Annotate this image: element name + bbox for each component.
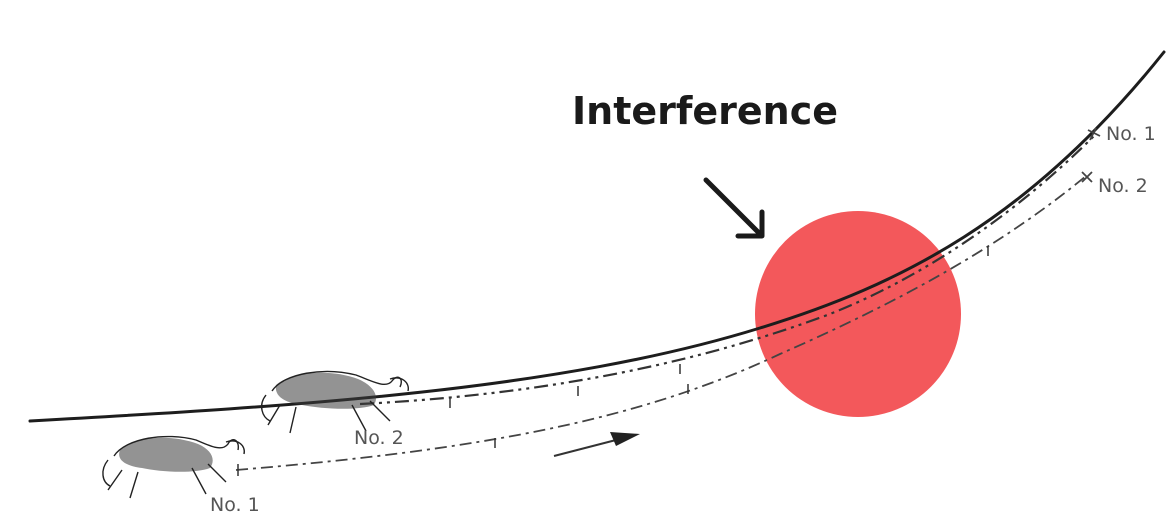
rail-line bbox=[28, 50, 1166, 423]
greyhound-no2-sketch bbox=[260, 370, 409, 434]
path-no1-end-arrow bbox=[1087, 127, 1101, 141]
dog-no1-label: No. 1 bbox=[210, 494, 260, 516]
interference-title: Interference bbox=[572, 89, 838, 133]
direction-arrow-icon bbox=[553, 432, 640, 457]
path-no2-end-arrow bbox=[1081, 171, 1093, 183]
path-no2-end-label: No. 2 bbox=[1098, 175, 1148, 197]
arrow-down-right-icon bbox=[703, 177, 765, 239]
path-no2 bbox=[235, 175, 1087, 471]
interference-zone bbox=[755, 211, 961, 417]
path-ticks bbox=[237, 246, 989, 476]
dog-no2-label: No. 2 bbox=[354, 427, 404, 449]
path-no1 bbox=[359, 133, 1097, 406]
greyhound-no1-sketch bbox=[102, 435, 245, 499]
path-no1-end-label: No. 1 bbox=[1106, 123, 1156, 145]
